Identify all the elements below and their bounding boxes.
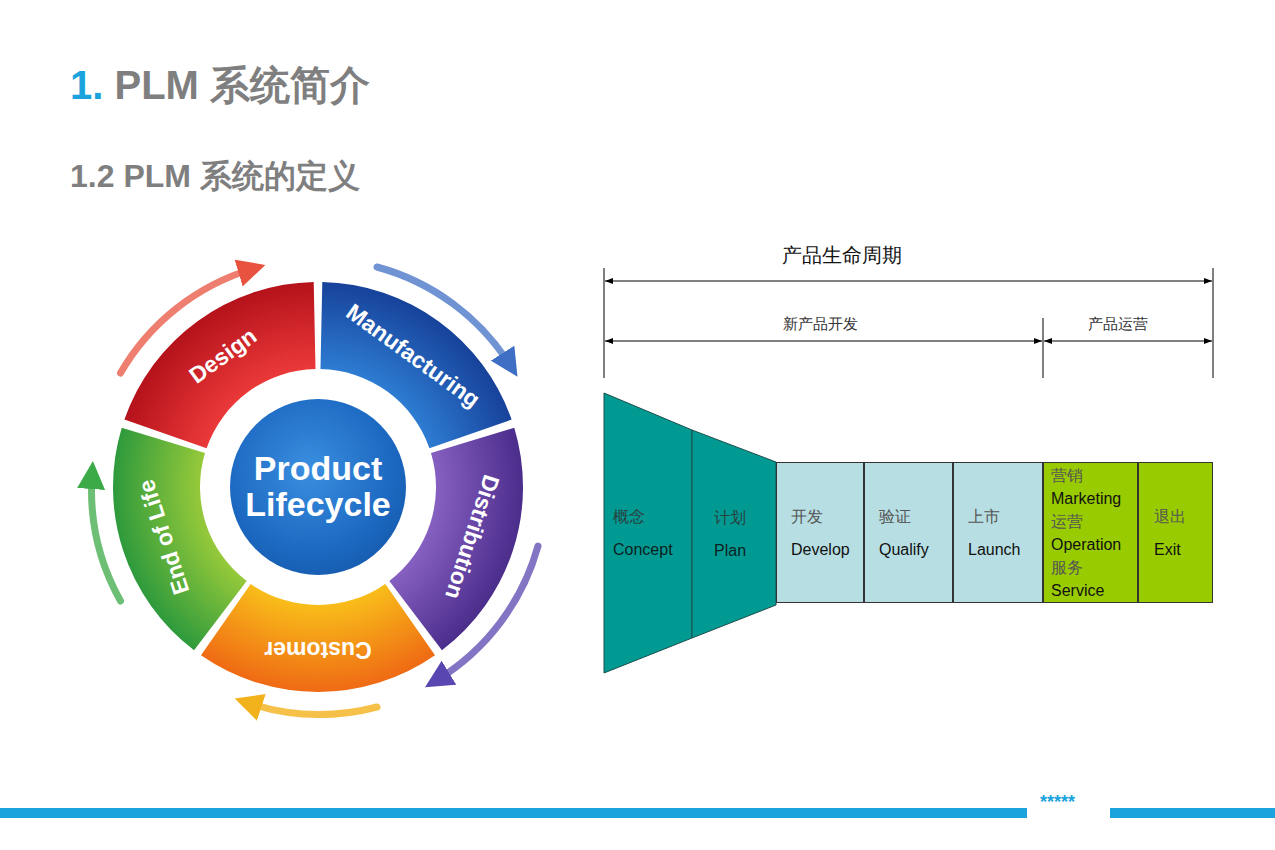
- stage-label: Qualify: [879, 538, 929, 561]
- dimension-label: 新产品开发: [783, 315, 858, 334]
- cycle-arrows: [92, 267, 538, 714]
- segment-path: [389, 428, 523, 651]
- stage-label: Exit: [1154, 538, 1181, 561]
- stage-box: 开发 Develop: [776, 462, 864, 603]
- stage-label: Launch: [968, 538, 1021, 561]
- stage-text-column: 退出 Exit: [1139, 463, 1212, 602]
- stage-label: Develop: [791, 538, 850, 561]
- stage-label: 服务: [1051, 556, 1083, 579]
- page-title: 1. PLM 系统简介: [70, 58, 370, 113]
- stage-text-column: 上市 Launch: [954, 463, 1042, 602]
- stage-label: 运营: [1051, 510, 1083, 533]
- wheel-segment: End of Life: [88, 257, 548, 717]
- funnel-stage: 概念 Concept: [604, 393, 692, 673]
- stage-text-column: 验证 Qualify: [865, 463, 952, 602]
- stage-box: 营销Marketing运营Operation服务Service: [1043, 462, 1138, 603]
- lifecycle-circle: Product Lifecycle: [230, 399, 406, 575]
- trapezoid-path: [604, 393, 692, 673]
- segment-path: [113, 428, 247, 651]
- segment-path: [201, 584, 435, 692]
- stage-text-column: 营销Marketing运营Operation服务Service: [1044, 463, 1137, 602]
- stage-label: Marketing: [1051, 487, 1121, 510]
- stage-label: Concept: [613, 538, 673, 561]
- trapezoid-shape: [604, 393, 692, 673]
- funnel-stage: 计划 Plan: [692, 430, 776, 638]
- stage-text-column: 概念 Concept: [604, 393, 692, 673]
- stage-box: 验证 Qualify: [864, 462, 953, 603]
- stage-label: 概念: [613, 505, 645, 528]
- stage-label: 退出: [1154, 505, 1186, 528]
- stage-label: 计划: [714, 506, 746, 529]
- stage-label: 上市: [968, 505, 1000, 528]
- dimension-lines: [604, 268, 1213, 378]
- dimension-label: 产品生命周期: [782, 242, 902, 269]
- stage-label: 营销: [1051, 464, 1083, 487]
- footer-mark: *****: [1040, 792, 1075, 813]
- segment-label: Customer: [264, 636, 371, 663]
- circle-label: Product Lifecycle: [233, 451, 403, 522]
- segment-path: [320, 282, 511, 448]
- stage-text-column: 开发 Develop: [777, 463, 863, 602]
- stage-box: 上市 Launch: [953, 462, 1043, 603]
- footer-bar: [0, 808, 1275, 818]
- section-heading: 1.2 PLM 系统的定义: [70, 155, 360, 199]
- stage-box: 退出 Exit: [1138, 462, 1213, 603]
- stage-label: Operation: [1051, 533, 1121, 556]
- stage-label: 验证: [879, 505, 911, 528]
- trapezoid-path: [692, 430, 776, 638]
- segment-path: [124, 282, 315, 448]
- stage-text-column: 计划 Plan: [692, 430, 776, 638]
- stage-label: 开发: [791, 505, 823, 528]
- trapezoid-shape: [692, 430, 776, 638]
- stage-label: Plan: [714, 539, 746, 562]
- stage-label: Service: [1051, 579, 1104, 602]
- dimension-label: 产品运营: [1088, 315, 1148, 334]
